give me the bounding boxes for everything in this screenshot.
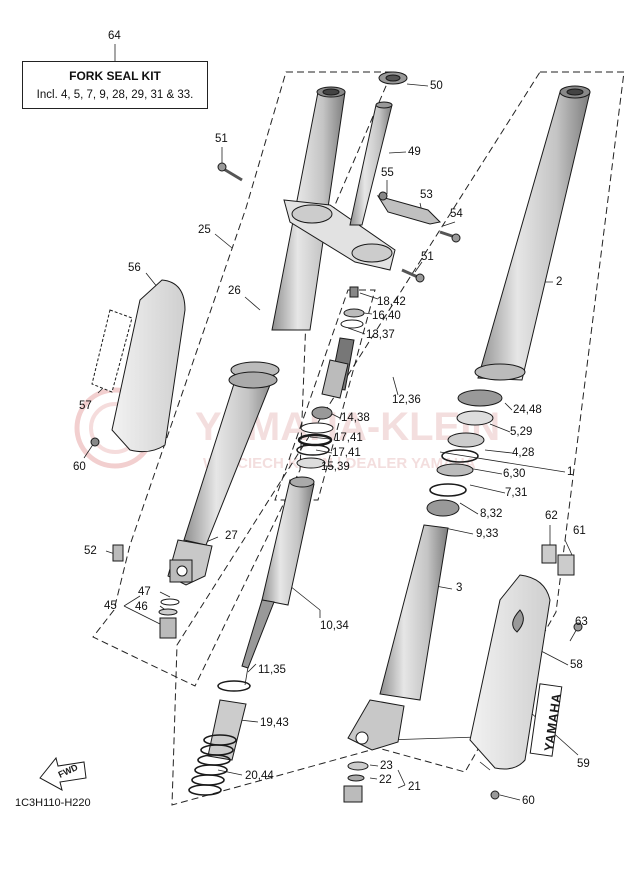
right-fork-outline: [171, 71, 625, 806]
callout-54[interactable]: 54: [450, 208, 463, 220]
callout-53[interactable]: 53: [420, 189, 433, 201]
callout-14-38[interactable]: 14,38: [341, 412, 370, 424]
callout-25[interactable]: 25: [198, 224, 211, 236]
callout-61[interactable]: 61: [573, 525, 586, 537]
callout-1[interactable]: 1: [567, 466, 574, 478]
callout-13-37[interactable]: 13,37: [366, 329, 395, 341]
callout-17-41-a[interactable]: 17,41: [334, 432, 363, 444]
callout-62[interactable]: 62: [545, 510, 558, 522]
group-outlines: [92, 71, 625, 806]
callout-2[interactable]: 2: [556, 276, 563, 288]
right-inner-tube-3: [379, 524, 449, 701]
callout-60-left[interactable]: 60: [73, 461, 86, 473]
callout-6-30[interactable]: 6,30: [503, 468, 526, 480]
callout-10-34[interactable]: 10,34: [320, 620, 349, 632]
right-axle-bracket: [347, 699, 405, 751]
fork-spring-20: [188, 734, 237, 796]
callout-60-right[interactable]: 60: [522, 795, 535, 807]
spring-seat-19: [207, 699, 247, 761]
callout-17-41-b[interactable]: 17,41: [332, 447, 361, 459]
fork-seal-kit-box: FORK SEAL KIT Incl. 4, 5, 7, 9, 28, 29, …: [22, 61, 208, 109]
fork-seal-kit-includes: Incl. 4, 5, 7, 9, 28, 29, 31 & 33.: [36, 89, 194, 101]
left-fork-outline: [92, 71, 393, 687]
callout-18-42[interactable]: 18,42: [377, 296, 406, 308]
callout-56[interactable]: 56: [128, 262, 141, 274]
callout-9-33[interactable]: 9,33: [476, 528, 499, 540]
callout-7-31[interactable]: 7,31: [505, 487, 528, 499]
fork-guard-left-56: [90, 279, 186, 453]
decal-57: [91, 309, 133, 393]
callout-23[interactable]: 23: [380, 760, 393, 772]
callout-59[interactable]: 59: [577, 758, 590, 770]
callout-16-40[interactable]: 16,40: [372, 310, 401, 322]
bolt-51-lower: [401, 268, 425, 283]
callout-47[interactable]: 47: [138, 586, 151, 598]
fork-seal-kit-title: FORK SEAL KIT: [69, 69, 161, 83]
callout-19-43[interactable]: 19,43: [260, 717, 289, 729]
left-fork-outer-tube: [167, 86, 346, 586]
callout-45[interactable]: 45: [104, 600, 117, 612]
callout-46[interactable]: 46: [135, 601, 148, 613]
callout-21[interactable]: 21: [408, 781, 421, 793]
callout-52[interactable]: 52: [84, 545, 97, 557]
callout-20-44[interactable]: 20,44: [245, 770, 274, 782]
callout-15-39[interactable]: 15,39: [321, 461, 350, 473]
right-fork-assembly: [343, 85, 591, 803]
triple-clamp: [217, 71, 461, 283]
callout-8-32[interactable]: 8,32: [480, 508, 503, 520]
callout-63[interactable]: 63: [575, 616, 588, 628]
callout-4-28[interactable]: 4,28: [512, 447, 535, 459]
callout-51-lower[interactable]: 51: [421, 251, 434, 263]
callout-5-29[interactable]: 5,29: [510, 426, 533, 438]
callout-58[interactable]: 58: [570, 659, 583, 671]
bolt-51-top: [217, 162, 243, 182]
callout-24-48[interactable]: 24,48: [513, 404, 542, 416]
callout-27[interactable]: 27: [225, 530, 238, 542]
leader-lines: [83, 44, 579, 801]
callout-11-35[interactable]: 11,35: [258, 664, 286, 676]
callout-12-36[interactable]: 12,36: [392, 394, 421, 406]
fwd-arrow-icon: FWD: [39, 756, 87, 791]
callout-3[interactable]: 3: [456, 582, 463, 594]
bolt-54: [439, 230, 461, 243]
callout-64: 64: [108, 30, 121, 42]
drawing-code: 1C3H110-H220: [15, 797, 91, 809]
fork-guard-right-58: YAMAHA: [469, 544, 583, 800]
callout-50[interactable]: 50: [430, 80, 443, 92]
inner-rod-outline: [274, 289, 376, 501]
damper-rod-10: [261, 479, 315, 606]
callout-49[interactable]: 49: [408, 146, 421, 158]
callout-55[interactable]: 55: [381, 167, 394, 179]
damper-cartridge: [188, 286, 365, 796]
callout-51-top[interactable]: 51: [215, 133, 228, 145]
cable-guide-53: [376, 195, 442, 225]
callout-26[interactable]: 26: [228, 285, 241, 297]
callout-22[interactable]: 22: [379, 774, 392, 786]
right-outer-tube-2: [477, 91, 591, 381]
left-lower-hardware: [112, 544, 180, 639]
callout-57[interactable]: 57: [79, 400, 92, 412]
watermark-line2: WOJCIECH KLEIN | DEALER YAMAHA: [203, 455, 476, 472]
